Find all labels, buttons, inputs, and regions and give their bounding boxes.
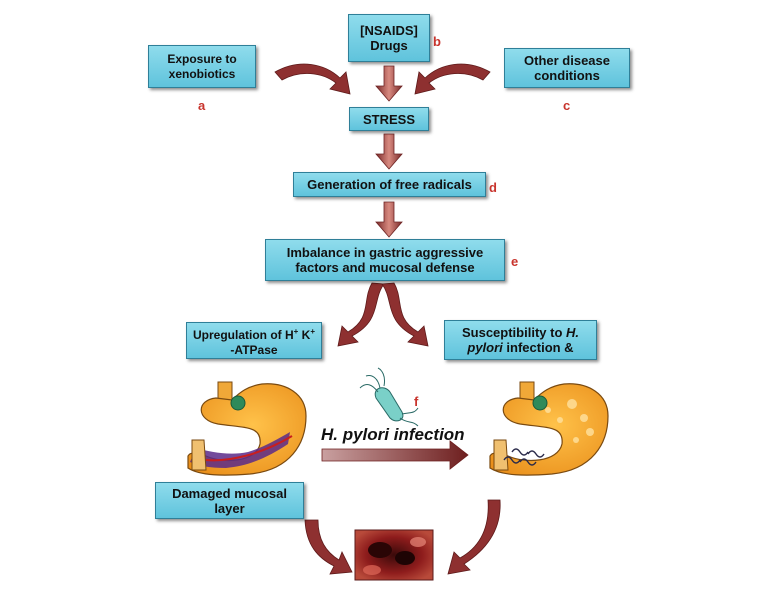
upregulation-line1: Upregulation of H+ K+ [193,324,315,343]
upregulation-pre: Upregulation of H [193,327,294,342]
arrow-xenobiotics-to-stress [274,63,351,95]
radicals-text: Generation of free radicals [307,177,472,192]
upregulation-sup2: + [310,326,316,336]
arrow-other-to-stress [414,63,491,95]
upregulation-box: Upregulation of H+ K+ -ATPase [186,322,322,359]
letter-b: b [433,34,441,49]
susceptibility-box: Susceptibility to H. pylori infection & [444,320,597,360]
upregulation-sup1: + [293,326,299,336]
hpylori-infection-label: H. pylori infection [321,425,465,444]
arrow-radicals-to-imbalance [375,201,403,238]
arrow-damaged-to-ulcer [304,519,353,575]
arrow-drugs-to-stress [375,65,403,102]
damaged-line2: layer [214,500,245,516]
susceptibility-pre: Susceptibility to [461,325,566,340]
stress-text: STRESS [362,111,415,127]
letter-a: a [198,98,206,113]
damaged-line1: Damaged mucosal [172,485,287,501]
drugs-box-line1: [NSAIDS] [360,23,418,38]
susceptibility-line2: pylori infection & [462,340,579,355]
hpylori-bacterium-icon [359,367,419,427]
imbalance-line2: factors and mucosal defense [295,260,475,275]
arrow-split-left [337,282,385,347]
free-radicals-box: Generation of free radicals [293,172,486,197]
letter-f: f [414,394,419,409]
susceptibility-post: infection & [502,340,574,355]
susceptibility-italic2: pylori [467,340,503,355]
upregulation-line2: -ATPase [230,342,278,357]
letter-e: e [511,254,519,269]
stress-box: STRESS [349,107,429,131]
stomach-infected-illustration [489,381,609,476]
arrow-split-right [381,282,429,347]
stomach-damaged-illustration [187,381,307,476]
ulcer-image [354,529,434,581]
arrow-stress-to-radicals [375,133,403,170]
xenobiotics-line1: Exposure to [167,51,237,66]
drugs-box: [NSAIDS]Drugs [348,14,430,62]
letter-d: d [489,180,497,195]
xenobiotics-line2: xenobiotics [168,66,236,81]
imbalance-line1: Imbalance in gastric aggressive [286,245,484,260]
other-line1: Other disease [524,53,610,68]
arrow-hpylori-horizontal [321,440,469,470]
other-line2: conditions [534,68,600,83]
susceptibility-italic1: H. [566,325,579,340]
susceptibility-line1: Susceptibility to H. [462,325,579,340]
drugs-box-line2: Drugs [370,38,408,53]
letter-c: c [563,98,571,113]
upregulation-mid: K [298,327,311,342]
arrow-infection-to-ulcer [447,499,501,575]
